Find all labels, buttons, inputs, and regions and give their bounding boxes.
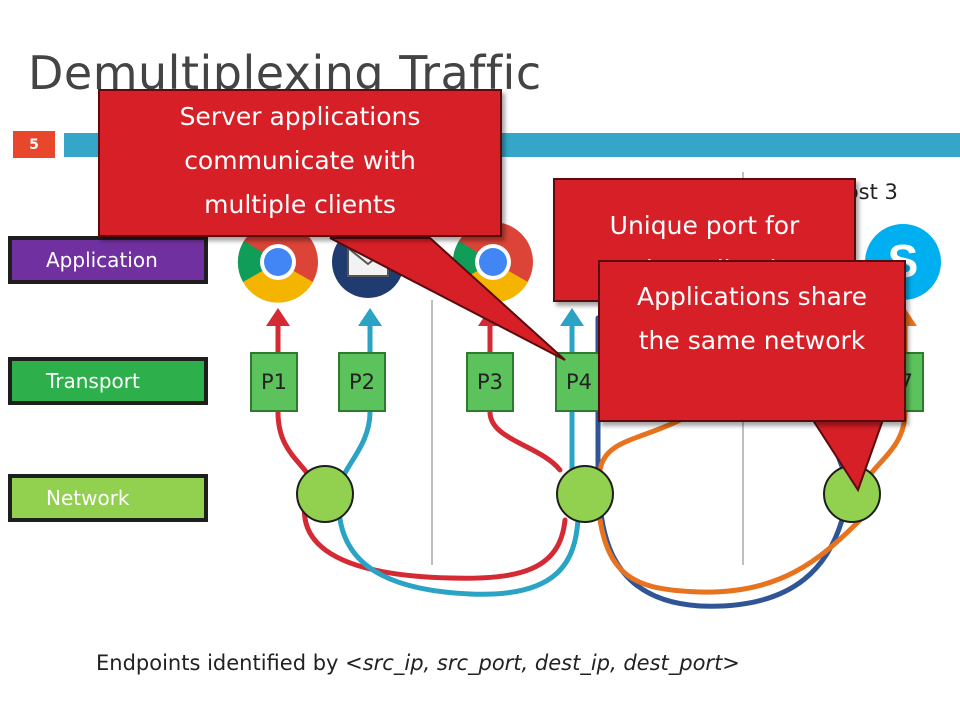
callout-share-network: Applications share the same network [598, 260, 906, 422]
arrow-up-icon [266, 308, 290, 326]
footer-prefix: Endpoints identified by [96, 651, 346, 675]
layer-network: Network [8, 474, 208, 522]
callout-tail-server [329, 237, 566, 361]
layer-transport-label: Transport [46, 369, 140, 393]
callout-line: the same network [638, 326, 866, 355]
callout-line: multiple clients [204, 190, 396, 219]
flow-red-path [275, 409, 568, 581]
layer-application-label: Application [46, 248, 158, 272]
layer-transport: Transport [8, 357, 208, 405]
arrow-up-icon [358, 308, 382, 326]
arrowheads-teal [358, 308, 584, 326]
port-p2: P2 [338, 352, 386, 412]
network-node-host2 [556, 465, 614, 523]
layer-application: Application [8, 236, 208, 284]
callout-server-apps: Server applications communicate with mul… [98, 89, 502, 237]
port-p4: P4 [555, 352, 603, 412]
arrow-up-icon [560, 308, 584, 326]
slide-number: 5 [13, 131, 55, 158]
callout-line: communicate with [184, 146, 416, 175]
port-p1: P1 [250, 352, 298, 412]
flow-orange-path [597, 517, 863, 595]
footer-caption: Endpoints identified by <src_ip, src_por… [96, 651, 740, 675]
footer-tuple: <src_ip, src_port, dest_ip, dest_port> [345, 651, 740, 675]
network-node-host1 [296, 465, 354, 523]
chrome-icon [237, 222, 318, 303]
callout-line: Server applications [179, 102, 421, 131]
flow-orange-p5 [597, 417, 683, 473]
flow-red-p3 [487, 409, 563, 473]
layer-network-label: Network [46, 486, 130, 510]
callout-line: Unique port for [609, 211, 800, 240]
callout-line: Applications share [637, 282, 867, 311]
flow-teal-path [336, 409, 581, 597]
port-p3: P3 [466, 352, 514, 412]
